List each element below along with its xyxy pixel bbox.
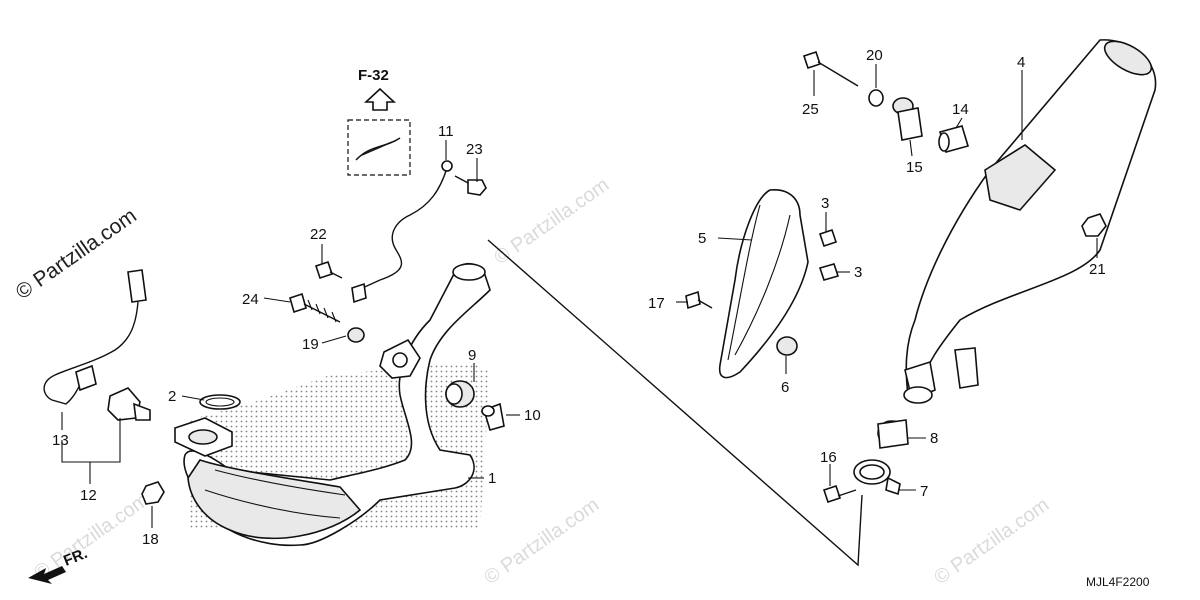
ground-wire (351, 160, 453, 304)
faint-watermark: © Partzilla.com (480, 494, 603, 589)
clip-3-upper (818, 228, 838, 248)
leader-lines (61, 64, 1098, 528)
reference-box (347, 119, 411, 176)
partzilla-watermark: © Partzilla.com (12, 204, 141, 304)
callout-3-lower: 3 (854, 264, 862, 281)
exhaust-flange (174, 417, 233, 457)
callout-6: 6 (781, 379, 789, 396)
callout-5: 5 (698, 230, 706, 247)
o2-sensor (43, 269, 151, 421)
nut-21 (1081, 213, 1107, 237)
faint-watermark: © Partzilla.com (930, 494, 1053, 589)
gasket-2 (199, 394, 241, 410)
callout-13: 13 (52, 432, 69, 449)
callout-9: 9 (468, 347, 476, 364)
assembly-reference-line (487, 239, 863, 567)
bolt-25 (802, 50, 859, 87)
callout-numbers: 1 2 3 3 4 5 6 7 8 9 10 11 12 13 14 15 16… (52, 47, 1106, 548)
bolt-24 (289, 292, 341, 323)
callout-2: 2 (168, 388, 176, 405)
callout-7: 7 (920, 483, 928, 500)
callout-21: 21 (1089, 261, 1106, 278)
bolt-22 (314, 260, 343, 280)
reference-label: F-32 (358, 67, 389, 84)
diagram-code: MJL4F2200 (1086, 575, 1150, 589)
collar-14 (938, 125, 970, 153)
washer-19 (347, 327, 365, 343)
faint-watermarks: © Partzilla.com © Partzilla.com © Partzi… (30, 174, 1053, 589)
bolt-17 (685, 290, 713, 310)
callout-1: 1 (488, 470, 496, 487)
callout-4: 4 (1017, 54, 1025, 71)
washer-20 (868, 89, 884, 107)
callout-3-upper: 3 (821, 195, 829, 212)
muffler (903, 39, 1157, 404)
callout-14: 14 (952, 101, 969, 118)
callout-17: 17 (648, 295, 665, 312)
clamp-7 (853, 459, 901, 496)
callout-25: 25 (802, 101, 819, 118)
collar-10 (481, 402, 505, 431)
callout-10: 10 (524, 407, 541, 424)
clip-3-lower (818, 263, 840, 281)
collar-15 (892, 97, 923, 141)
callout-18: 18 (142, 531, 159, 548)
exhaust-pipe (183, 262, 491, 547)
bolt-23 (454, 175, 487, 196)
pipe-bracket (379, 338, 421, 379)
callout-16: 16 (820, 449, 837, 466)
callout-12: 12 (80, 487, 97, 504)
grommet-6 (776, 336, 798, 356)
callout-19: 19 (302, 336, 319, 353)
callout-22: 22 (310, 226, 327, 243)
front-arrow-icon (28, 566, 66, 584)
nut-18 (141, 481, 165, 505)
grommet-9 (445, 380, 475, 408)
callout-20: 20 (866, 47, 883, 64)
bolt-16 (822, 484, 857, 504)
callout-11: 11 (438, 123, 454, 140)
callout-8: 8 (930, 430, 938, 447)
wire-detail (355, 137, 401, 161)
faint-watermark: © Partzilla.com (490, 174, 613, 269)
gasket-8 (877, 419, 909, 449)
up-arrow-icon (363, 87, 397, 111)
callout-23: 23 (466, 141, 483, 158)
callout-24: 24 (242, 291, 259, 308)
callout-15: 15 (906, 159, 923, 176)
